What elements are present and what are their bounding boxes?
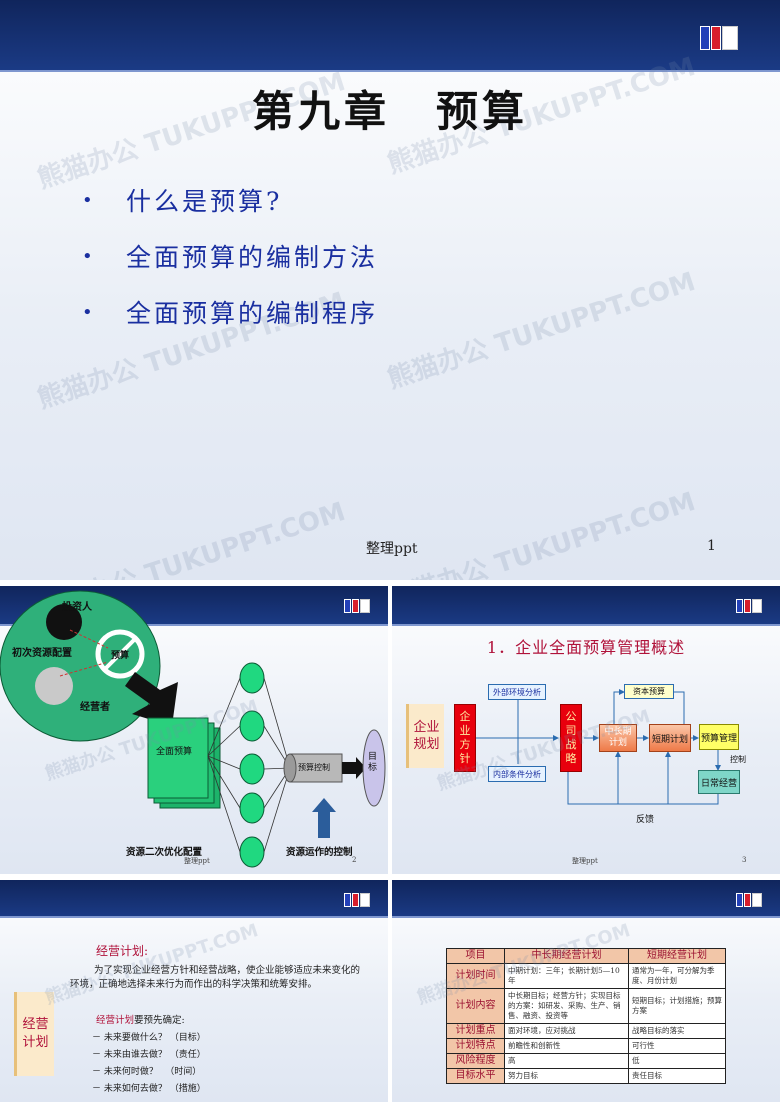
arrow-icon (342, 757, 366, 779)
list-item[interactable]: •什么是预算? (82, 187, 283, 216)
slide-header-band (0, 0, 780, 72)
question-list: － 未来要做什么？ （目标） － 未来由谁去做？ （责任） － 未来何时做？ （… (92, 1030, 206, 1098)
list-item: － 未来要做什么？ （目标） (92, 1033, 206, 1043)
footer-label: 整理ppt (366, 541, 418, 557)
budget-management-box: 预算管理 (699, 724, 739, 750)
plan-comparison-table: 项目 中长期经营计划 短期经营计划 计划时间 中期计划：三年；长期计划5—10年… (446, 948, 726, 1084)
table-row: 计划重点 面对环境，应对挑战 战略目标的落实 (446, 1023, 726, 1039)
slide-header-band (392, 880, 780, 918)
page-number: 2 (352, 856, 357, 864)
slide-header-band (0, 880, 388, 918)
caption-left: 资源二次优化配置 (126, 847, 203, 858)
side-label-box: 经营 计划 (14, 992, 54, 1076)
caption-right: 资源运作的控制 (286, 847, 353, 858)
table-header-row: 项目 中长期经营计划 短期经营计划 (446, 948, 726, 964)
slide-title: 1．企业全面预算管理概述 (486, 638, 686, 657)
books-logo-icon (736, 599, 762, 613)
books-logo-icon (344, 893, 370, 907)
books-logo-icon (344, 599, 370, 613)
short-term-plan-box: 短期计划 (649, 724, 691, 752)
network-nodes (239, 662, 265, 868)
long-term-plan-box: 中长期 计划 (599, 724, 637, 752)
control-label: 控制 (730, 755, 746, 764)
allocation-oval (0, 590, 161, 742)
list-item: － 未来何时做？ （时间） (92, 1067, 202, 1077)
arrow-icon (125, 672, 178, 726)
daily-operation-box: 日常经营 (698, 770, 740, 794)
list-item[interactable]: •全面预算的编制程序 (82, 299, 379, 328)
table-row: 计划特点 前瞻性和创新性 可行性 (446, 1038, 726, 1054)
allocation-label: 初次资源配置 (12, 648, 72, 659)
list-item: － 未来如何去做？ （措施） (92, 1084, 206, 1094)
list-item[interactable]: •全面预算的编制方法 (82, 243, 379, 272)
comprehensive-budget-card (147, 717, 209, 799)
capital-budget-box: 资本预算 (624, 684, 674, 699)
comprehensive-budget-label: 全面预算 (156, 747, 193, 757)
slide-3[interactable]: 1．企业全面预算管理概述 企业 规划 企 业 方 针 外部环境分析 内部条件分析… (392, 586, 780, 874)
page-title: 第九章 预算 (251, 87, 528, 136)
bullet-icon: • (82, 301, 96, 323)
enterprise-planning-box: 企业 规划 (406, 704, 444, 768)
feedback-label: 反馈 (636, 815, 655, 825)
bullet-list: •什么是预算? •全面预算的编制方法 •全面预算的编制程序 (82, 172, 378, 340)
watermark: 熊猫办公 TUKUPPT.COM (42, 920, 261, 1009)
slide-4[interactable]: 经营 计划 经营计划: 为了实现企业经营方针和经营战略，使企业能够适应未来变化的… (0, 880, 388, 1102)
page-number: 1 (707, 538, 716, 554)
table-header: 项目 (446, 948, 505, 964)
budget-sign-label: 预算 (111, 651, 130, 661)
operator-face-icon (35, 667, 73, 705)
list-item: － 未来由谁去做？ （责任） (92, 1050, 206, 1060)
definition-paragraph: 为了实现企业经营方针和经营战略，使企业能够适应未来变化的环境，正确地选择未来行为… (70, 965, 361, 990)
slide-header-band (392, 586, 780, 626)
internal-analysis-box: 内部条件分析 (488, 766, 546, 782)
sub-heading: 经营计划要预先确定: (96, 1015, 185, 1026)
resource-allocation-diagram (0, 590, 386, 868)
target-label: 目标 (368, 752, 378, 773)
up-arrow-icon (312, 798, 336, 838)
budget-control-label: 预算控制 (298, 763, 330, 772)
section-heading: 经营计划: (96, 944, 149, 958)
bullet-icon: • (82, 189, 96, 211)
table-header: 中长期经营计划 (504, 948, 629, 964)
page-number: 3 (742, 856, 747, 864)
investor-face-icon (46, 604, 82, 640)
footer-label: 整理ppt (184, 857, 210, 865)
table-row: 计划内容 中长期目标；经营方针；实现目标的方案：如研发、采购、生产、销售、融资、… (446, 988, 726, 1024)
slide-5[interactable]: 项目 中长期经营计划 短期经营计划 计划时间 中期计划：三年；长期计划5—10年… (392, 880, 780, 1102)
slide-1[interactable]: 熊猫办公 TUKUPPT.COM 熊猫办公 TUKUPPT.COM 熊猫办公 T… (0, 0, 780, 580)
investor-label: 投资人 (62, 602, 92, 613)
books-logo-icon (736, 893, 762, 907)
bullet-icon: • (82, 245, 96, 267)
slide-2[interactable]: 投资人 初次资源配置 预算 经营者 全面预算 预算控制 目标 资源二次优化配置 … (0, 586, 388, 874)
table-header: 短期经营计划 (628, 948, 726, 964)
books-logo-icon (700, 26, 738, 50)
operator-label: 经营者 (80, 702, 110, 713)
budget-flow-diagram (476, 689, 721, 805)
footer-label: 整理ppt (572, 857, 598, 865)
watermark: 熊猫办公 TUKUPPT.COM (384, 266, 700, 395)
policy-box: 企 业 方 针 (454, 704, 476, 772)
watermark: 熊猫办公 TUKUPPT.COM (384, 486, 700, 580)
table-row: 目标水平 努力目标 责任目标 (446, 1068, 726, 1084)
table-row: 计划时间 中期计划：三年；长期计划5—10年 通常为一年，可分解为季度、月份计划 (446, 963, 726, 989)
table-row: 风险程度 高 低 (446, 1053, 726, 1069)
watermark: 熊猫办公 TUKUPPT.COM (34, 496, 350, 580)
external-analysis-box: 外部环境分析 (488, 684, 546, 700)
strategy-box: 公 司 战 略 (560, 704, 582, 772)
target-ellipse (362, 729, 386, 807)
